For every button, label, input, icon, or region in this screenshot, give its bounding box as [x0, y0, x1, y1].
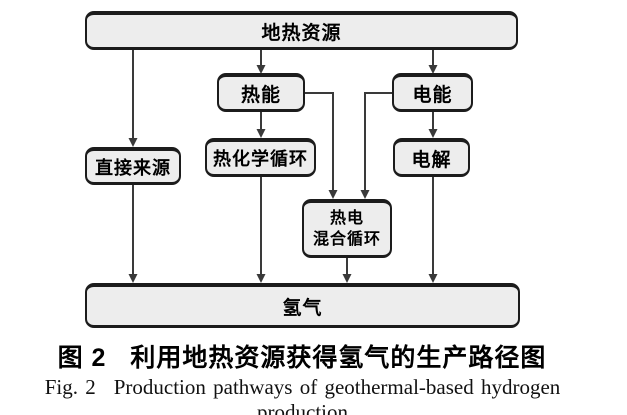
node-label: 直接来源	[95, 157, 171, 178]
arrowhead-icon	[360, 190, 370, 199]
node-thermochemical-cycle: 热化学循环	[205, 138, 316, 177]
node-label: 氢气	[282, 297, 323, 319]
node-thermoelectric-hybrid-cycle: 热电 混合循环	[302, 199, 392, 258]
node-electrolysis: 电解	[393, 138, 470, 177]
node-thermal-energy: 热能	[217, 73, 305, 112]
caption-en-title: Production pathways of geothermal-based …	[113, 375, 561, 415]
arrowhead-icon	[428, 274, 438, 283]
caption-zh-figure-number: 图 2	[57, 344, 107, 372]
caption-english: Fig. 2 Production pathways of geothermal-…	[0, 375, 605, 415]
node-hydrogen: 氢气	[85, 283, 520, 328]
node-label: 电解	[411, 149, 452, 171]
arrowhead-icon	[256, 129, 266, 138]
node-direct-source: 直接来源	[85, 147, 181, 185]
edge-electric-to-hybrid	[364, 92, 393, 192]
node-label: 电能	[412, 84, 453, 106]
caption-en-figure-number: Fig. 2	[44, 375, 96, 399]
arrowhead-icon	[128, 274, 138, 283]
arrowhead-icon	[328, 190, 338, 199]
caption-zh-title: 利用地热资源获得氢气的生产路径图	[130, 344, 547, 372]
node-electric-energy: 电能	[392, 73, 473, 112]
arrowhead-icon	[342, 274, 352, 283]
arrowhead-icon	[428, 129, 438, 138]
arrowheads	[128, 65, 438, 283]
arrowhead-icon	[256, 274, 266, 283]
node-label: 热电 混合循环	[312, 210, 381, 248]
node-label: 地热资源	[261, 22, 342, 44]
node-label: 热能	[240, 84, 281, 106]
node-label: 热化学循环	[213, 149, 308, 169]
caption-chinese: 图 2 利用地热资源获得氢气的生产路径图	[0, 338, 604, 374]
arrowhead-icon	[128, 138, 138, 147]
arrowhead-icon	[428, 65, 438, 74]
edge-lines	[132, 49, 434, 276]
edge-thermal-to-hybrid	[305, 92, 334, 192]
node-geothermal-resources: 地热资源	[85, 11, 518, 50]
arrowhead-icon	[256, 65, 266, 74]
